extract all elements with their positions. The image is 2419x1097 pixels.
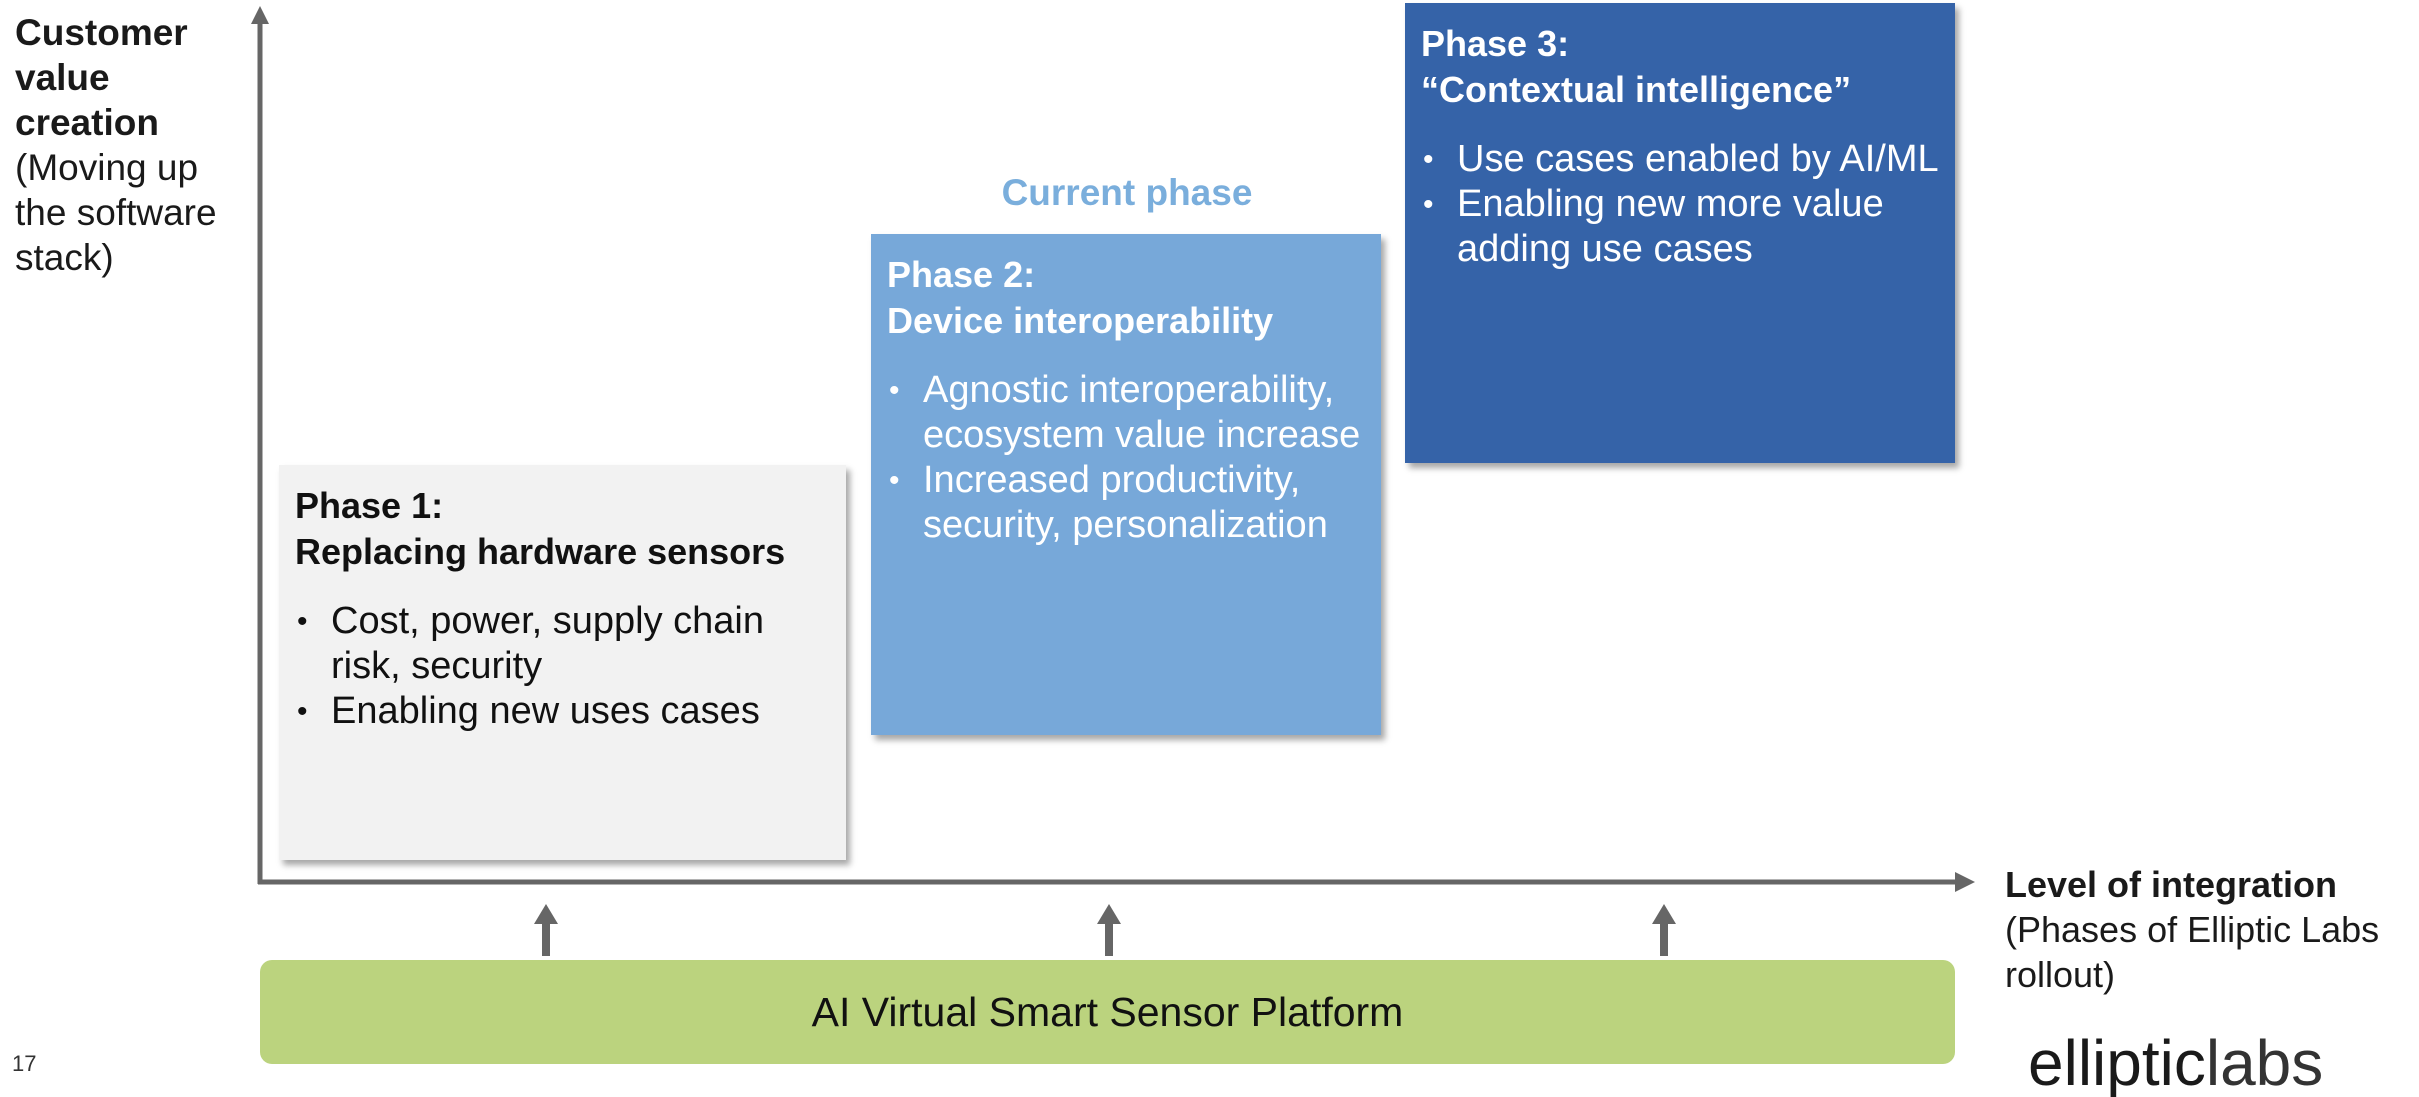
phase-2-title-line2: Device interoperability xyxy=(887,300,1274,341)
platform-label: AI Virtual Smart Sensor Platform xyxy=(811,988,1404,1035)
phase-1-title-line2: Replacing hardware sensors xyxy=(295,531,786,572)
phase-1-title: Phase 1: Replacing hardware sensors xyxy=(295,483,830,575)
current-phase-label: Current phase xyxy=(1001,172,1253,213)
y-axis-label: Customer value creation (Moving up the s… xyxy=(15,10,255,280)
phase-1-title-line1: Phase 1: xyxy=(295,485,444,526)
phase-1-bullet: Cost, power, supply chain risk, security xyxy=(295,599,830,689)
phase-2-bullet: Agnostic interoperability, ecosystem val… xyxy=(887,368,1365,458)
platform-bar: AI Virtual Smart Sensor Platform xyxy=(260,960,1955,1064)
elliptic-labs-logo: ellipticlabs xyxy=(2028,1028,2323,1097)
phase-3-title-line2: “Contextual intelligence” xyxy=(1421,69,1852,110)
phase-1-bullets: Cost, power, supply chain risk, security… xyxy=(295,599,830,734)
up-arrow-phase2 xyxy=(1097,904,1121,956)
phase-2-title: Phase 2: Device interoperability xyxy=(887,252,1365,344)
phase-3-box: Phase 3: “Contextual intelligence” Use c… xyxy=(1405,3,1955,463)
phase-3-bullet: Use cases enabled by AI/ML xyxy=(1421,137,1939,182)
phase-1-box: Phase 1: Replacing hardware sensors Cost… xyxy=(279,465,846,860)
phase-2-box: Phase 2: Device interoperability Agnosti… xyxy=(871,234,1381,735)
up-arrow-phase3 xyxy=(1652,904,1676,956)
x-axis-label-title: Level of integration xyxy=(2005,864,2338,905)
phase-3-title: Phase 3: “Contextual intelligence” xyxy=(1421,21,1939,113)
x-axis-arrowhead xyxy=(1955,872,1975,892)
y-axis-label-subtitle: (Moving up the software stack) xyxy=(15,147,217,278)
phase-2-bullet: Increased productivity, security, person… xyxy=(887,458,1365,548)
phase-3-bullet: Enabling new more value adding use cases xyxy=(1421,182,1939,272)
x-axis-label-subtitle: (Phases of Elliptic Labs rollout) xyxy=(2005,909,2380,995)
y-axis-label-title: Customer value creation xyxy=(15,12,188,143)
phase-3-title-line1: Phase 3: xyxy=(1421,23,1570,64)
phase-1-bullet: Enabling new uses cases xyxy=(295,689,830,734)
logo-text-part1: elliptic xyxy=(2028,1027,2206,1097)
up-arrow-phase1 xyxy=(534,904,558,956)
x-axis-label: Level of integration (Phases of Elliptic… xyxy=(2005,862,2419,997)
phase-2-title-line1: Phase 2: xyxy=(887,254,1036,295)
logo-text-part2: labs xyxy=(2205,1027,2324,1097)
page-number: 17 xyxy=(12,1051,37,1076)
y-axis-arrowhead xyxy=(251,6,269,24)
phase-3-bullets: Use cases enabled by AI/ML Enabling new … xyxy=(1421,137,1939,272)
phase-2-bullets: Agnostic interoperability, ecosystem val… xyxy=(887,368,1365,548)
